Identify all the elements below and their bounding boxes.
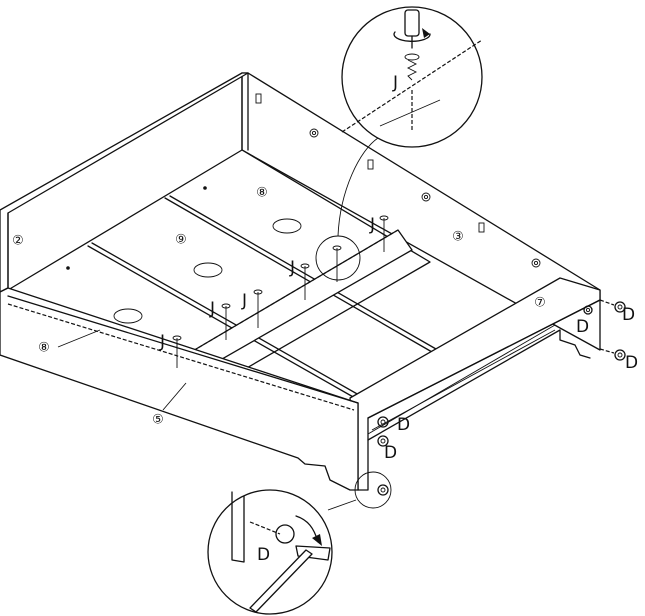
label-j: J — [289, 258, 295, 278]
part-number-8-top: ⑧ — [256, 186, 268, 201]
hammer-icon — [249, 545, 331, 613]
dowel-icon — [377, 484, 389, 496]
screw-icon — [172, 335, 182, 368]
part-number-8-left: ⑧ — [38, 341, 50, 356]
label-d: D — [397, 415, 410, 435]
label-d: D — [576, 317, 589, 337]
label-j: J — [369, 215, 375, 235]
label-j-detail: J — [392, 73, 398, 93]
screw-icon — [379, 215, 389, 252]
screw-group — [172, 215, 389, 368]
label-d: D — [384, 443, 397, 463]
part-number-3: ③ — [452, 230, 464, 245]
screwdriver-icon — [404, 9, 420, 49]
rotation-arrow-icon — [393, 28, 431, 42]
screw-icon — [253, 289, 263, 328]
dowel-icon — [583, 305, 593, 315]
screw-icon — [221, 303, 231, 340]
screw-icon — [300, 263, 310, 300]
label-j: J — [209, 299, 215, 319]
front-panel — [0, 287, 359, 491]
screwdriver-detail — [315, 6, 483, 281]
label-d-detail: D — [257, 545, 270, 565]
part-number-2: ② — [12, 234, 24, 249]
label-j: J — [241, 291, 247, 311]
label-j: J — [159, 332, 165, 352]
hammer-detail — [207, 471, 392, 615]
dowel-icon — [599, 299, 626, 313]
part-number-5: ⑤ — [152, 413, 164, 428]
part-number-9: ⑨ — [175, 233, 187, 248]
dowel-icon — [275, 524, 295, 544]
dowel-group — [377, 299, 626, 496]
screw-icon — [332, 245, 342, 282]
dowel-icon — [377, 416, 389, 428]
dowel-icon — [377, 435, 389, 447]
right-side-panel — [349, 277, 601, 491]
dowel-icon — [599, 348, 626, 361]
screw-icon — [404, 53, 420, 130]
label-d: D — [622, 305, 635, 325]
rotation-arrow-icon — [295, 515, 322, 546]
part-number-7: ⑦ — [534, 296, 546, 311]
label-d: D — [625, 353, 638, 373]
